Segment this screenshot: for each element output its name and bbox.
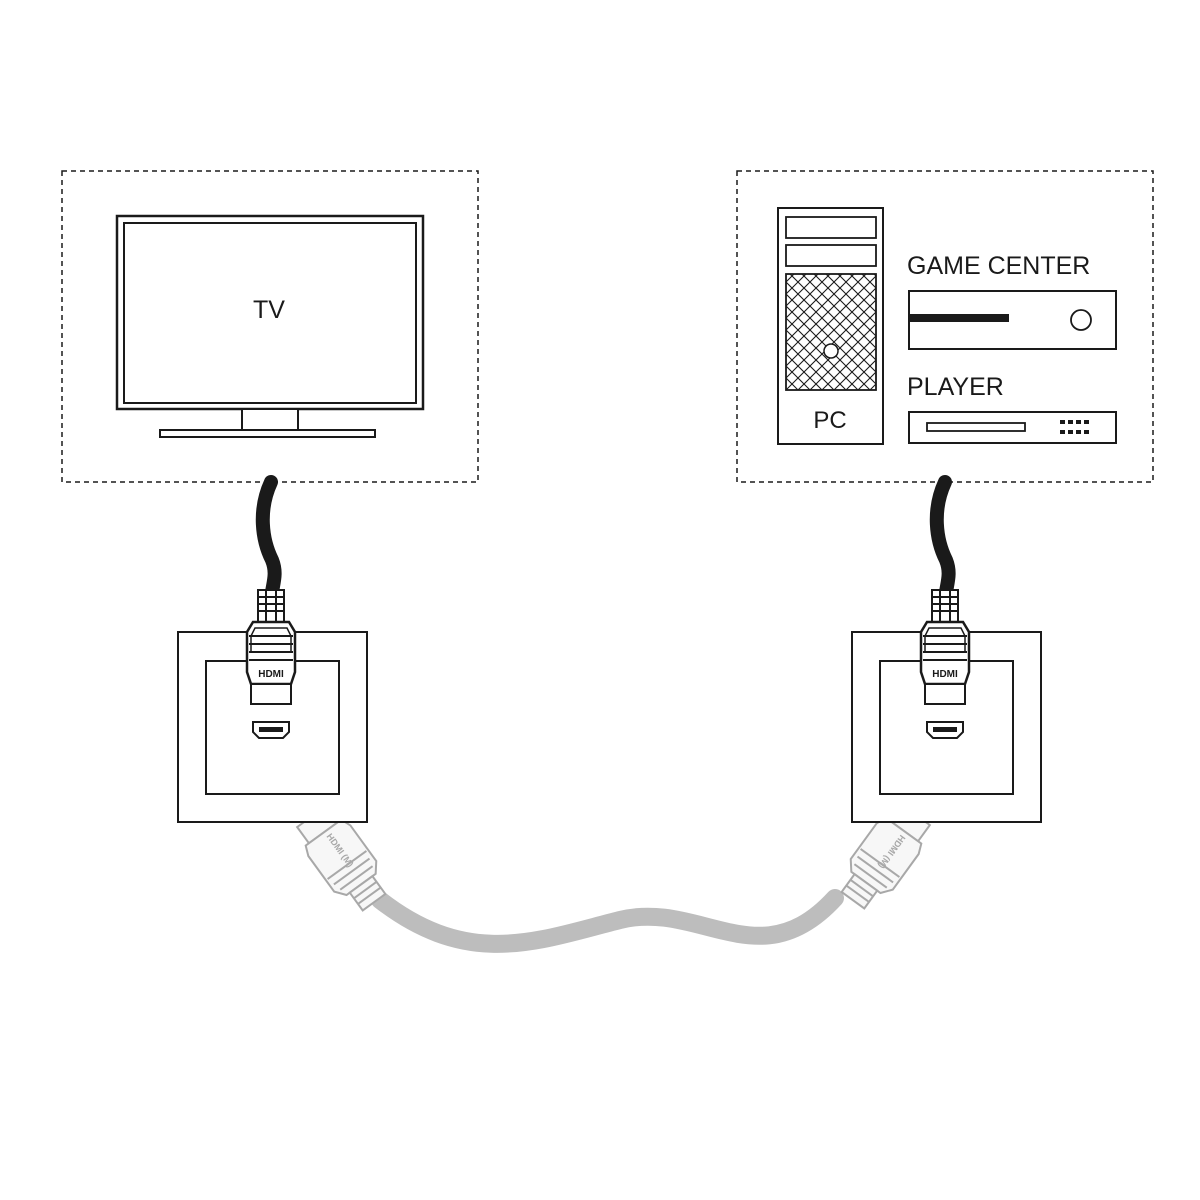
hdmi-connector-right: HDMI [919, 589, 971, 705]
pc-label: PC [813, 407, 846, 434]
media-player-icon [908, 411, 1117, 444]
tv-device-group: TV [61, 170, 479, 483]
tv-label: TV [253, 296, 285, 324]
hdmi-connector-left: HDMI [245, 589, 297, 705]
pc-tower-icon [777, 207, 884, 445]
game-console-icon [908, 290, 1117, 350]
tv-icon [115, 214, 425, 438]
sources-dashed-frame [736, 170, 1154, 483]
hdmi-cable-sources-to-right-socket [929, 475, 956, 607]
hdmi-label-right: HDMI [932, 669, 958, 680]
wall-socket-right [851, 631, 1042, 823]
hdmi-port-icon [926, 721, 964, 739]
sources-device-group: PC GAME CENTER PLAYER [736, 170, 1154, 483]
hdmi-port-icon [252, 721, 290, 739]
hdmi-cable-tv-to-left-socket [255, 475, 282, 607]
hdmi-cable-between-sockets [371, 889, 844, 953]
hdmi-label-left: HDMI [258, 669, 284, 680]
game-center-label: GAME CENTER [907, 252, 1090, 280]
player-label: PLAYER [907, 373, 1004, 401]
tv-dashed-frame [61, 170, 479, 483]
